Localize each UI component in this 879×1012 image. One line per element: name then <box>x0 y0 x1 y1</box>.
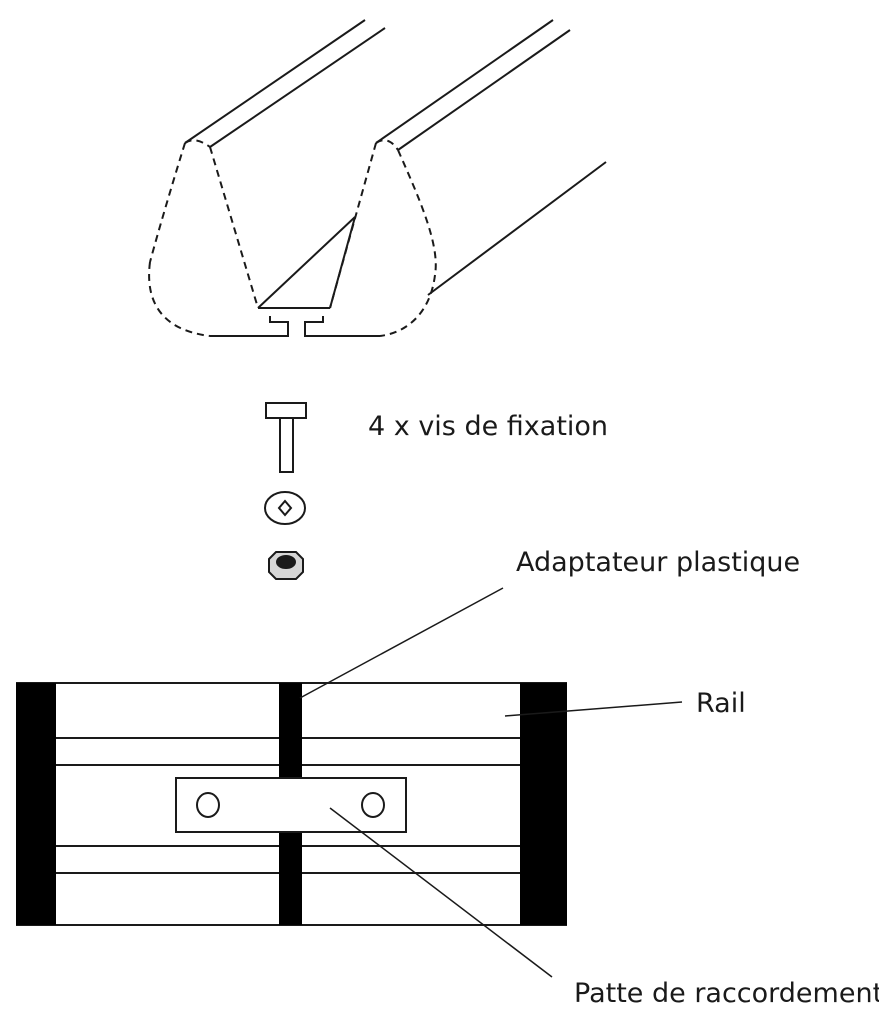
rail-profile-drawing <box>148 19 607 337</box>
label-connecting-plate: Patte de raccordement <box>574 978 879 1009</box>
nut <box>268 551 304 580</box>
label-fixing-screws: 4 x vis de fixation <box>368 411 609 442</box>
label-rail: Rail <box>696 688 746 719</box>
washer <box>264 491 306 525</box>
right-end-cap <box>520 683 567 925</box>
leader-rail <box>504 701 683 717</box>
bolt <box>265 402 307 473</box>
label-plastic-adapter: Adaptateur plastique <box>516 547 801 578</box>
rail-assembly <box>16 682 567 926</box>
leader-patte <box>329 807 553 978</box>
leader-lines <box>299 587 683 978</box>
leader-adapter <box>299 587 504 699</box>
left-end-cap <box>16 683 56 925</box>
connecting-plate <box>175 777 407 833</box>
